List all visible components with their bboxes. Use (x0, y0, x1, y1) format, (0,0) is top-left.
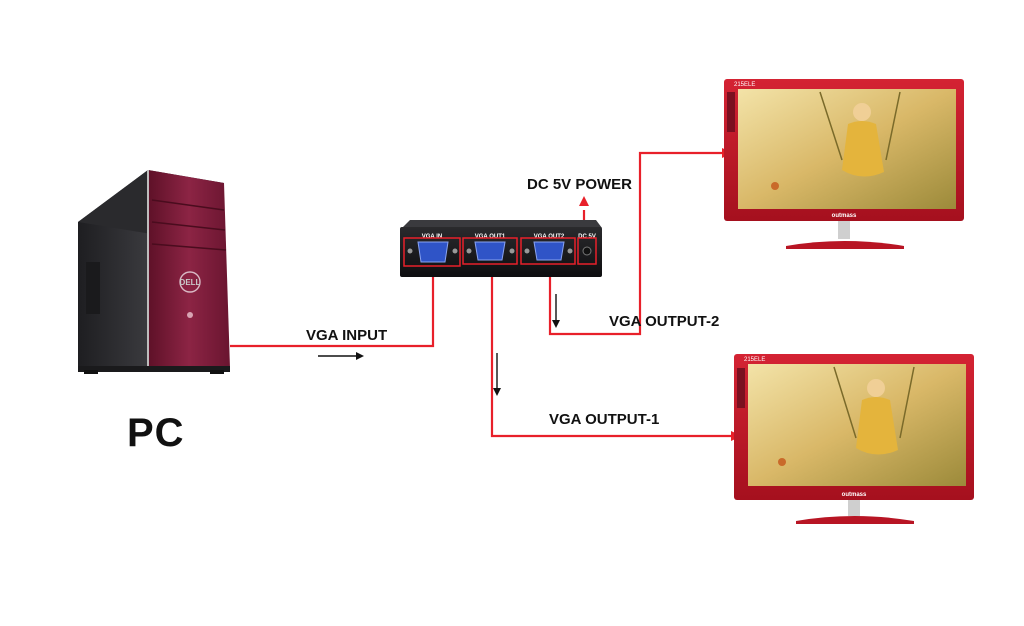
flow-arrow-down-icon-head (493, 388, 501, 396)
vga-output-1-cable (490, 274, 732, 438)
screw-icon (567, 248, 573, 254)
port-highlight-box (577, 237, 597, 265)
screen-taskbar (727, 92, 735, 132)
pc-tower-foot (84, 370, 98, 374)
power-button-icon (187, 312, 193, 318)
vga-output-2-cable (548, 151, 722, 336)
monitor-top: 215ELE outmass (724, 79, 964, 249)
screen-figure-head (867, 379, 885, 397)
monitor-brand: outmass (842, 492, 867, 498)
monitor-bottom: 215ELE outmass (734, 354, 974, 524)
screen-taskbar (737, 368, 745, 408)
screw-icon (509, 248, 515, 254)
port-label-vga-out2: VGA OUT2 (534, 234, 565, 240)
screen-figure-body (856, 397, 898, 455)
pc-tower-foot (210, 370, 224, 374)
monitor-brand: outmass (832, 213, 857, 219)
screw-icon (452, 248, 458, 254)
screw-icon (524, 248, 530, 254)
port-highlight-box (403, 237, 461, 267)
monitor-model: 215ELE (734, 82, 755, 88)
arrow-head-icon (579, 196, 589, 206)
port-highlight-box (520, 237, 576, 265)
screen-swing-rope (833, 366, 915, 439)
vga-splitter: VGA IN VGA OUT1 VGA OUT2 DC 5V (400, 220, 602, 277)
vga-in-port-icon (417, 241, 449, 263)
pc-brand: DELL (180, 278, 201, 287)
monitor-model: 215ELE (744, 357, 765, 363)
splitter-top (402, 220, 602, 228)
vga-output-1-label: VGA OUTPUT-1 (549, 411, 660, 428)
monitor-neck (848, 500, 860, 516)
screen-figure-body (842, 121, 884, 177)
pc-bay-line (151, 221, 226, 231)
vga-out2-port-icon (533, 241, 565, 261)
cables (230, 151, 732, 438)
vga-output-2-label: VGA OUTPUT-2 (609, 313, 720, 330)
port-label-vga-out1: VGA OUT1 (475, 234, 506, 240)
vga-input-cable (230, 274, 435, 348)
screen-figure-head (853, 103, 871, 121)
flow-arrow-right-icon-head (356, 352, 364, 360)
monitor-neck (838, 221, 850, 239)
vga-out1-port-icon (474, 241, 506, 261)
butterfly-icon (771, 182, 779, 190)
pc-tower: DELL (78, 170, 230, 374)
pc-label: PC (127, 411, 185, 455)
screen-swing-rope (819, 91, 901, 161)
monitor-stand (796, 516, 914, 524)
pc-tower-base (78, 366, 230, 372)
flow-arrow-down-icon-head (552, 320, 560, 328)
pc-bay-line (151, 243, 227, 251)
dc-port-label: DC 5V (578, 234, 596, 240)
dc-jack-icon (582, 246, 592, 256)
port-highlight-box (462, 237, 518, 265)
pc-tower-front (148, 170, 230, 368)
screw-icon (407, 248, 413, 254)
butterfly-icon (778, 458, 786, 466)
screw-icon (466, 248, 472, 254)
pc-side-vent (86, 262, 100, 314)
pc-bay-line (151, 199, 225, 211)
vga-input-label: VGA INPUT (306, 327, 388, 344)
dc-power-label: DC 5V POWER (527, 176, 633, 193)
monitor-stand (786, 241, 904, 249)
monitor-screen (748, 364, 966, 486)
dell-logo-icon (179, 271, 201, 293)
flow-arrows (318, 294, 560, 396)
port-label-vga-in: VGA IN (422, 234, 442, 240)
